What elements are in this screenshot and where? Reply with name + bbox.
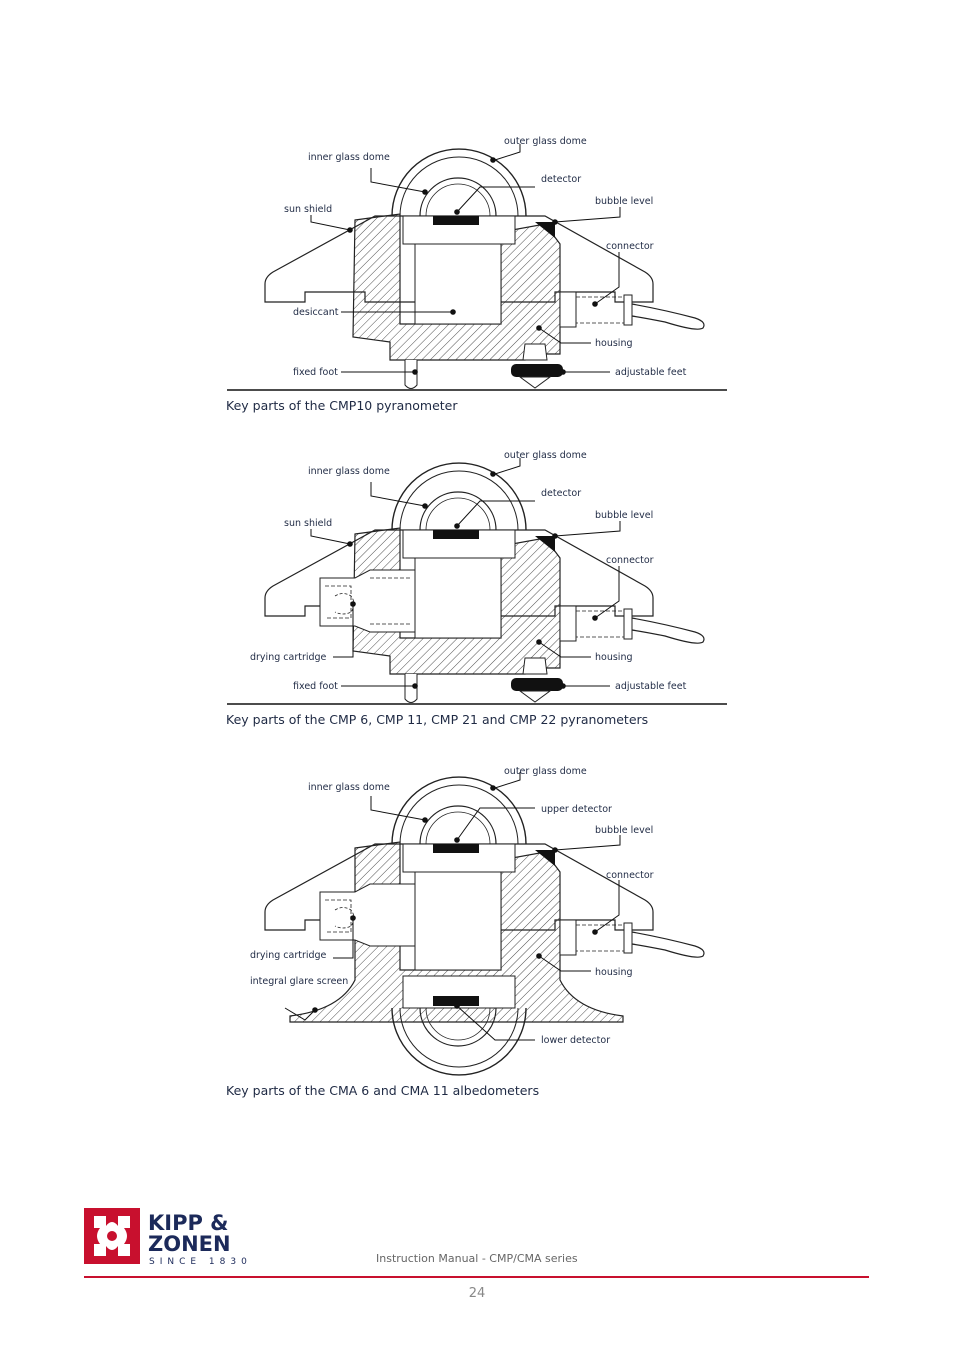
label-fixed-foot: fixed foot	[293, 681, 338, 692]
label-desiccant: desiccant	[293, 307, 339, 318]
label-outer-glass-dome: outer glass dome	[504, 136, 587, 147]
label-sun-shield: sun shield	[284, 518, 332, 529]
label-detector: detector	[541, 488, 581, 499]
figure-cma-albedometers: outer glass dome inner glass dome upper …	[225, 760, 730, 1080]
figure-cmp-pyranometers: outer glass dome inner glass dome detect…	[225, 446, 730, 708]
label-inner-glass-dome: inner glass dome	[308, 152, 390, 163]
label-bubble-level: bubble level	[595, 510, 653, 521]
label-outer-glass-dome: outer glass dome	[504, 766, 587, 777]
cmp-pyranometers-diagram: outer glass dome inner glass dome detect…	[227, 450, 727, 705]
label-housing: housing	[595, 338, 633, 349]
label-connector: connector	[606, 870, 654, 881]
label-adjustable-feet: adjustable feet	[615, 681, 687, 692]
logo-since: SINCE 1830	[149, 1257, 252, 1267]
cmp10-diagram: outer glass dome inner glass dome detect…	[227, 136, 727, 391]
label-bubble-level: bubble level	[595, 825, 653, 836]
label-sun-shield: sun shield	[284, 204, 332, 215]
label-inner-glass-dome: inner glass dome	[308, 782, 390, 793]
cma-albedometers-diagram: outer glass dome inner glass dome upper …	[250, 766, 705, 1076]
figure-3-caption: Key parts of the CMA 6 and CMA 11 albedo…	[226, 1083, 540, 1098]
label-inner-glass-dome: inner glass dome	[308, 466, 390, 477]
label-adjustable-feet: adjustable feet	[615, 367, 687, 378]
logo-kipp: KIPP &	[148, 1211, 229, 1235]
label-outer-glass-dome: outer glass dome	[504, 450, 587, 461]
label-integral-glare-screen: integral glare screen	[250, 976, 348, 987]
page-number: 24	[468, 1286, 486, 1301]
figure-cmp10: outer glass dome inner glass dome detect…	[225, 132, 730, 394]
label-drying-cartridge: drying cartridge	[250, 950, 327, 961]
label-housing: housing	[595, 652, 633, 663]
kipp-zonen-logo: KIPP & ZONEN SINCE 1830	[84, 1208, 270, 1272]
label-fixed-foot: fixed foot	[293, 367, 338, 378]
label-connector: connector	[606, 241, 654, 252]
label-housing: housing	[595, 967, 633, 978]
label-upper-detector: upper detector	[541, 804, 612, 815]
label-drying-cartridge: drying cartridge	[250, 652, 327, 663]
footer-rule	[84, 1276, 869, 1278]
label-bubble-level: bubble level	[595, 196, 653, 207]
manual-title: Instruction Manual - CMP/CMA series	[376, 1252, 578, 1265]
figure-2-caption: Key parts of the CMP 6, CMP 11, CMP 21 a…	[226, 712, 649, 727]
label-connector: connector	[606, 555, 654, 566]
figure-1-caption: Key parts of the CMP10 pyranometer	[226, 398, 458, 413]
logo-zonen: ZONEN	[148, 1232, 231, 1256]
label-detector: detector	[541, 174, 581, 185]
label-lower-detector: lower detector	[541, 1035, 610, 1046]
